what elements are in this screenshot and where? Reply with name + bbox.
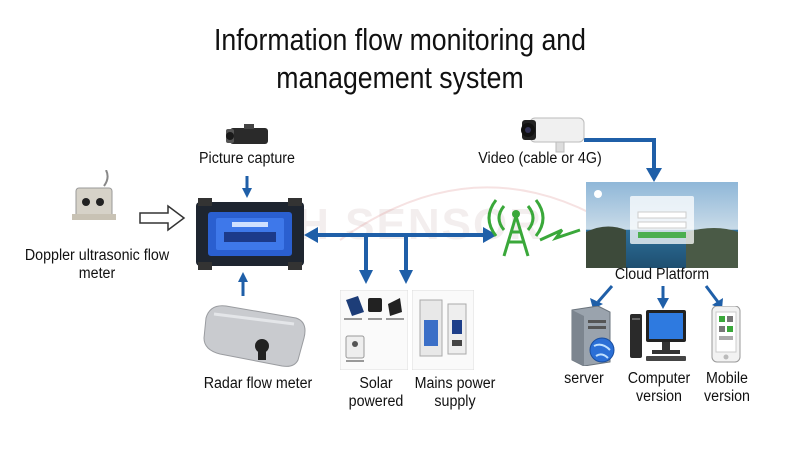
label-server: server <box>564 370 604 387</box>
arrow-video-to-cloud <box>646 168 662 182</box>
label-mains-line1: Mains power <box>414 375 496 392</box>
arrow-to-computer <box>657 298 669 309</box>
video-camera-icon <box>521 117 585 153</box>
mains-power-icon <box>412 290 474 370</box>
watermark-arc <box>339 186 621 241</box>
label-mains-line2: supply <box>434 393 476 410</box>
doppler-sensor-icon <box>72 170 116 220</box>
main-link-left-head <box>304 227 318 243</box>
label-cloud-platform: Cloud Platform <box>614 266 710 283</box>
cloud-platform-screen <box>586 182 738 268</box>
solar-power-icon <box>340 290 408 370</box>
label-solar-line1: Solar <box>359 375 393 392</box>
arrow-to-solar <box>359 270 373 284</box>
server-icon <box>571 306 615 366</box>
radar-flow-meter-icon <box>203 305 306 367</box>
arrow-from-radar <box>238 272 248 282</box>
label-mobile-line1: Mobile <box>705 370 749 387</box>
label-picture-capture: Picture capture <box>199 150 295 167</box>
arrow-to-mains <box>399 270 413 284</box>
label-doppler-line2: meter <box>78 265 116 282</box>
diagram-title-line1: Information flow monitoring and <box>214 22 586 57</box>
label-radar: Radar flow meter <box>203 375 313 392</box>
label-doppler-line1: Doppler ultrasonic flow <box>24 247 170 264</box>
main-link-right-head <box>483 227 497 243</box>
diagram-title-line2: management system <box>276 60 524 95</box>
arrow-from-camera <box>242 188 252 198</box>
controller-device-icon <box>196 198 304 270</box>
camera-icon <box>226 124 268 144</box>
computer-icon <box>630 310 686 361</box>
signal-tower-icon <box>487 199 581 257</box>
hollow-arrow-icon <box>139 204 186 232</box>
label-video: Video (cable or 4G) <box>478 150 602 167</box>
mobile-icon <box>711 306 741 363</box>
label-solar-line2: powered <box>348 393 404 410</box>
label-computer-line1: Computer <box>627 370 691 387</box>
label-mobile-line2: version <box>704 388 750 405</box>
label-computer-line2: version <box>636 388 682 405</box>
